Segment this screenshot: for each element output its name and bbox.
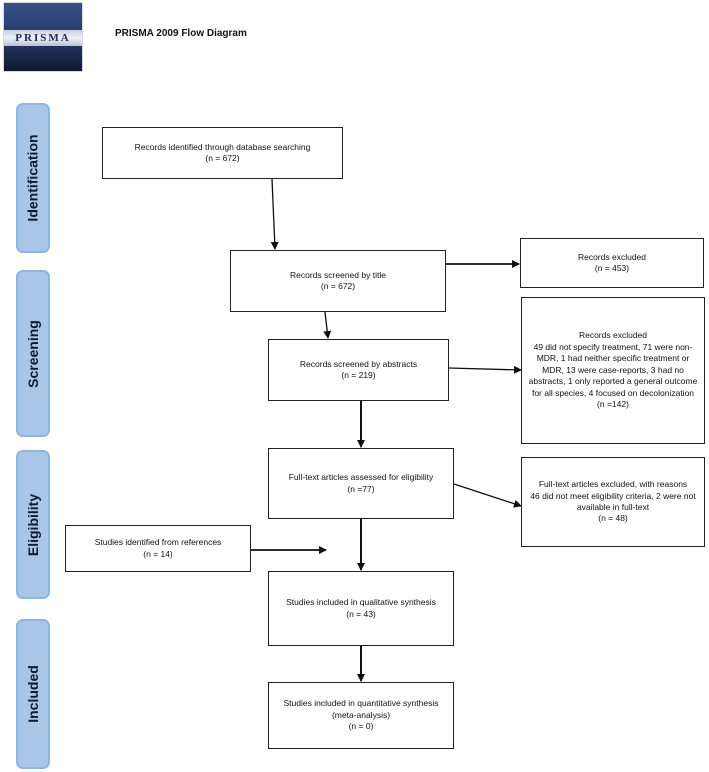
stage-eligibility: Eligibility [16,450,50,599]
box-reasons: 46 did not meet eligibility criteria, 2 … [530,490,696,512]
arrow-abstracts-to-excluded [448,365,522,374]
box-quantitative: Studies included in quantitative synthes… [268,682,454,749]
box-screened-title: Records screened by title (n = 672) [230,250,446,312]
box-count: (n = 453) [594,263,630,273]
box-reasons: 49 did not specify treatment, 71 were no… [528,341,698,398]
arrow-title-to-abstracts [323,311,332,339]
prisma-logo: PRISMA [3,2,83,72]
box-text: Full-text articles excluded, with reason… [538,479,688,490]
box-excluded-title: Records excluded (n = 453) [520,238,704,288]
box-count: (n = 14) [143,548,173,559]
box-text: Studies included in qualitative synthesi… [286,597,436,608]
box-text: Studies identified from references [94,537,222,548]
box-text: Records screened by abstracts [299,358,418,369]
box-text: Records screened by title [290,269,386,280]
box-screened-abstracts: Records screened by abstracts (n = 219) [268,339,449,401]
box-count: (n = 0) [348,721,374,732]
box-count: (n = 219) [341,370,376,380]
box-text: Records identified through database sear… [134,141,311,152]
box-references: Studies identified from references (n = … [65,525,251,572]
box-count: (n =77) [347,483,375,494]
box-text: Records excluded [577,251,647,262]
box-records-identified: Records identified through database sear… [102,127,343,179]
box-count: (n = 672) [320,281,356,291]
box-count: (n =142) [597,399,629,410]
box-text: Studies included in quantitative synthes… [283,698,439,720]
stage-identification: Identification [16,103,50,253]
box-excluded-abstracts: Records excluded 49 did not specify trea… [521,297,705,444]
box-text: Records excluded [578,330,648,341]
box-qualitative: Studies included in qualitative synthesi… [268,571,454,646]
arrow-identified-to-title [270,178,279,250]
page-title: PRISMA 2009 Flow Diagram [115,28,247,39]
box-count: (n = 48) [598,513,628,524]
stage-screening: Screening [16,270,50,437]
box-count: (n = 43) [346,608,376,619]
box-count: (n = 672) [205,153,240,163]
arrow-fulltext-to-excluded [453,483,522,508]
box-fulltext-excluded: Full-text articles excluded, with reason… [521,457,705,547]
box-text: Full-text articles assessed for eligibil… [288,472,434,483]
logo-band [4,30,82,46]
box-fulltext-assessed: Full-text articles assessed for eligibil… [268,448,454,519]
logo-text: PRISMA [15,32,71,44]
stage-included: Included [16,619,50,769]
